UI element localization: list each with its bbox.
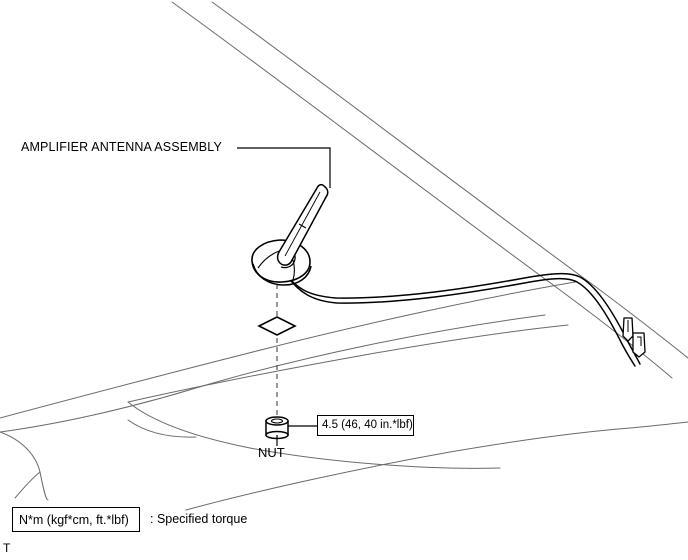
antenna-rod-group: [276, 183, 329, 266]
leader-lines-group: [237, 147, 331, 446]
headliner-notch: [127, 419, 197, 438]
nut-bore-ellipse: [270, 418, 284, 424]
headliner-opening-top: [127, 324, 569, 403]
antenna-cable-inner: [287, 276, 636, 367]
alignment-centerline-group: [257, 275, 297, 418]
lower-left-body-curve-2: [14, 471, 41, 499]
vehicle-body-outlines: [0, 1, 688, 511]
lower-panel-line-right: [629, 421, 688, 429]
headliner-opening-bottom: [127, 401, 501, 469]
legend-unit-text: N*m (kgf*cm, ft.*lbf): [19, 513, 129, 527]
alignment-diamond-icon: [257, 316, 297, 336]
antenna-rod-seam: [284, 191, 321, 257]
antenna-base-skirt: [252, 263, 312, 286]
antenna-rod-joint: [298, 223, 307, 229]
antenna-rod: [276, 183, 329, 266]
leader-amplifier-antenna: [237, 147, 331, 188]
nut-part-group: [265, 416, 289, 440]
cable-clips-group: [622, 317, 646, 358]
page-marker: T: [3, 541, 11, 555]
callout-label-nut: NUT: [258, 445, 285, 460]
pillar-line-inner: [211, 1, 688, 359]
torque-callout-value: 4.5 (46, 40 in.*lbf): [322, 419, 413, 431]
roof-contour-lower: [0, 314, 546, 433]
cable-clip-lower-icon: [632, 332, 646, 358]
callout-label-amplifier-antenna-assembly: AMPLIFIER ANTENNA ASSEMBLY: [21, 140, 222, 154]
antenna-cable-outer: [283, 271, 641, 365]
legend-unit-box: N*m (kgf*cm, ft.*lbf): [12, 507, 140, 532]
legend-description: : Specified torque: [150, 512, 248, 526]
roof-contour-upper: [0, 281, 576, 419]
torque-callout-box: 4.5 (46, 40 in.*lbf): [317, 415, 414, 436]
lower-panel-line: [185, 427, 631, 511]
cable-clip-lower-slot: [637, 336, 642, 346]
pillar-line-outer: [171, 1, 673, 379]
lower-left-body-curve: [0, 431, 49, 501]
